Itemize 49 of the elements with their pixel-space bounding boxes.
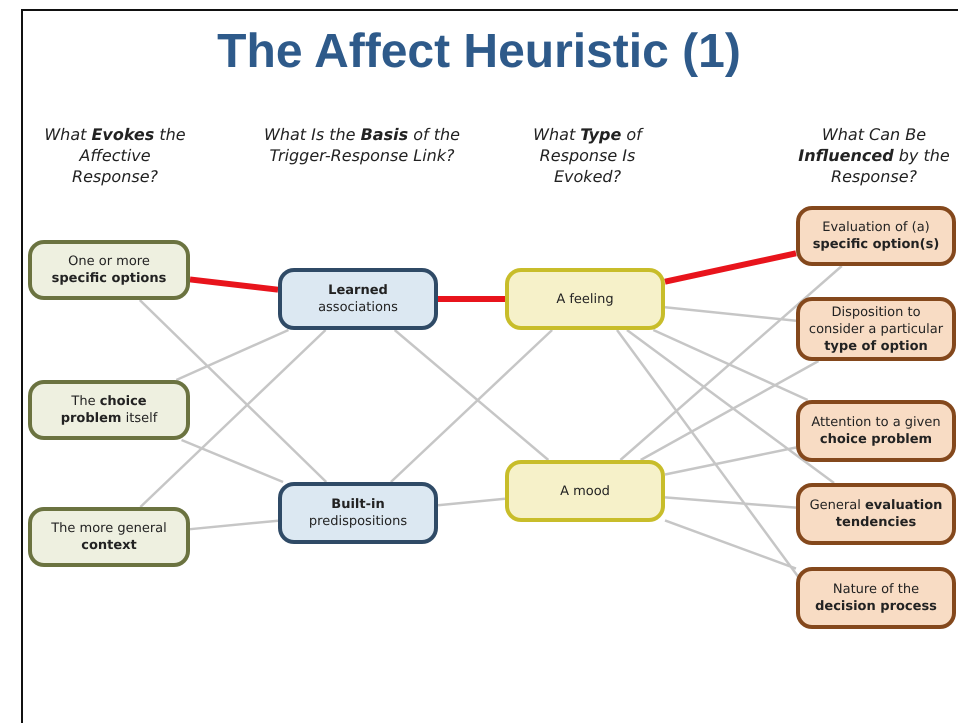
- node-text: A mood: [560, 482, 610, 500]
- outcome-box: [796, 297, 956, 361]
- node-text: The more general context: [50, 520, 168, 554]
- column-heading: What Evokes the Affective Response?: [43, 124, 187, 187]
- connector-line: [616, 329, 800, 579]
- outcome-box: [796, 206, 956, 266]
- node-text: Nature of the decision process: [814, 581, 938, 615]
- connector-line: [626, 329, 835, 484]
- source-box: [28, 380, 190, 440]
- connector-line: [652, 328, 808, 402]
- title: The Affect Heuristic (1): [216, 24, 742, 79]
- connector-line: [394, 329, 550, 461]
- outcome-box: [796, 400, 956, 462]
- node-text: The choice problem itself: [60, 393, 159, 427]
- node-text: Evaluation of (a) specific option(s): [812, 219, 940, 253]
- connector-line: [664, 446, 796, 476]
- connector-line: [664, 250, 797, 285]
- node-text: A feeling: [556, 290, 614, 308]
- connector-line: [190, 276, 278, 293]
- column-heading: What Is the Basis of the Trigger-Response Link?: [263, 124, 461, 166]
- node-text: One or more specific options: [50, 253, 168, 287]
- connector-line: [664, 306, 796, 322]
- node-text: Built-in predispositions: [308, 496, 408, 530]
- node-text: Learned associations: [317, 282, 399, 316]
- outcome-box: [796, 567, 956, 629]
- basis-box: [278, 482, 438, 544]
- outcome-box: [796, 483, 956, 545]
- connector-line: [620, 265, 843, 461]
- column-heading: What Type of Response Is Evoked?: [532, 124, 645, 187]
- response-box: [505, 268, 665, 330]
- response-box: [505, 460, 665, 522]
- basis-box: [278, 268, 438, 330]
- node-text: General evaluation tendencies: [808, 497, 944, 531]
- connector-line: [190, 519, 278, 530]
- connector-line: [390, 329, 553, 483]
- source-box: [28, 507, 190, 567]
- node-text: Attention to a given choice problem: [810, 414, 942, 448]
- node-text: Disposition to consider a particular type of option: [808, 304, 944, 354]
- source-box: [28, 240, 190, 300]
- connector-line: [181, 438, 284, 484]
- connector-line: [138, 299, 328, 483]
- connector-line: [438, 498, 506, 506]
- connector-line: [176, 328, 289, 382]
- column-heading: What Can Be Influenced by the Response?: [797, 124, 951, 187]
- connector-line: [664, 496, 796, 509]
- connector-line: [140, 329, 326, 508]
- connector-line: [438, 296, 505, 302]
- connector-line: [640, 360, 820, 462]
- connector-line: [664, 519, 796, 570]
